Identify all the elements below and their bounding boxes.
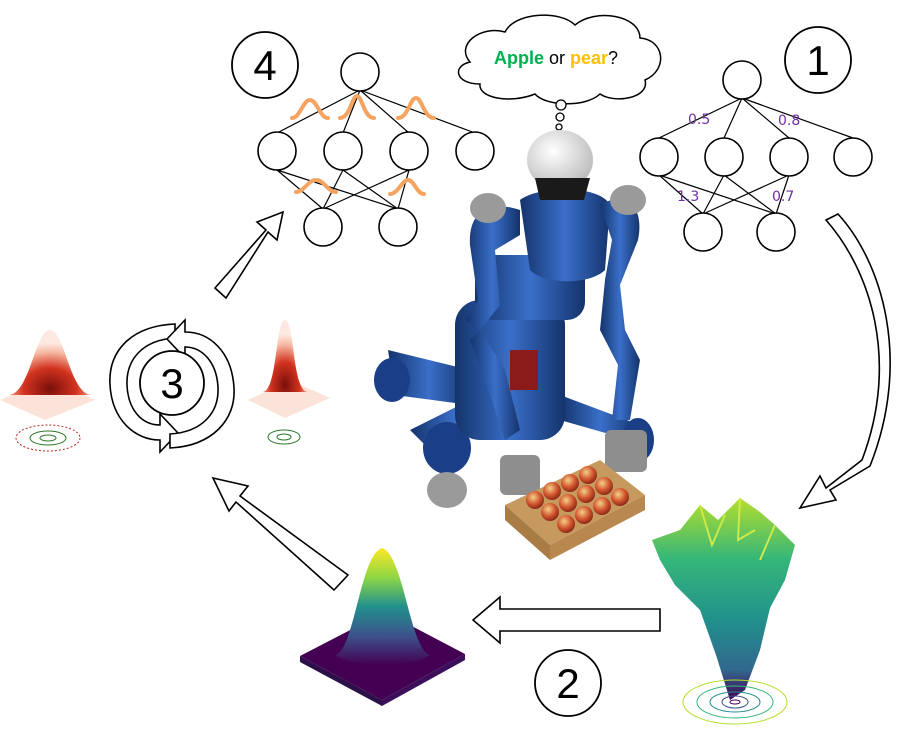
nn1-weight-label: 0.7: [772, 189, 794, 205]
nn4-input-node: [303, 207, 343, 247]
thought-bubble: Apple or pear?: [457, 14, 662, 131]
nn1-bias-node: [833, 137, 873, 177]
step-4-marker: 4: [231, 31, 299, 99]
step-1-marker: 1: [784, 26, 852, 94]
weight-distribution-icons: [290, 93, 436, 196]
step-1-label: 1: [806, 37, 829, 84]
arrow-3-to-4: [213, 210, 285, 300]
nn4-hidden-node: [257, 131, 297, 171]
apples: [526, 466, 629, 533]
nn1-input-node: [683, 212, 723, 252]
nn1-weight-label: 0.8: [778, 113, 800, 129]
thought-text: Apple or pear?: [494, 48, 618, 68]
nn1-hidden-node: [704, 137, 744, 177]
step-2-label: 2: [556, 660, 579, 707]
robot-image: [374, 130, 654, 560]
neural-network-4: [257, 52, 495, 247]
step-3-marker: 3: [139, 350, 205, 416]
nn4-hidden-node: [389, 131, 429, 171]
thought-word-apple: Apple: [494, 48, 544, 68]
arrow-funnel-to-peak: [471, 595, 661, 645]
gaussian-right: [248, 320, 330, 445]
arrow-peak-to-3: [211, 476, 350, 592]
nn4-hidden-node: [323, 131, 363, 171]
viridis-peak-surface: [300, 548, 465, 706]
step-3-label: 3: [160, 360, 183, 407]
nn1-weight-label: 0.5: [688, 112, 710, 128]
funnel-contours: [682, 679, 788, 725]
nn4-output-node: [340, 52, 380, 92]
gaussian-left: [0, 330, 95, 452]
cycle-arrows: [109, 317, 235, 455]
arrow-1-to-funnel: [798, 213, 891, 510]
thought-question-mark: ?: [608, 48, 618, 68]
step-4-label: 4: [253, 42, 276, 89]
nn4-bias-node: [455, 131, 495, 171]
thought-word-pear: pear: [570, 48, 608, 68]
neural-network-1: 0.5 0.8 1.3 0.7: [639, 60, 873, 252]
nn1-input-node: [756, 212, 796, 252]
step-2-marker: 2: [534, 649, 602, 717]
nn1-output-node: [722, 60, 762, 100]
nn4-input-node: [378, 207, 418, 247]
nn1-hidden-node: [639, 137, 679, 177]
nn1-weight-label: 1.3: [677, 189, 699, 205]
viridis-funnel-surface: [652, 497, 795, 725]
thought-word-or: or: [544, 48, 570, 68]
nn1-hidden-node: [769, 137, 809, 177]
